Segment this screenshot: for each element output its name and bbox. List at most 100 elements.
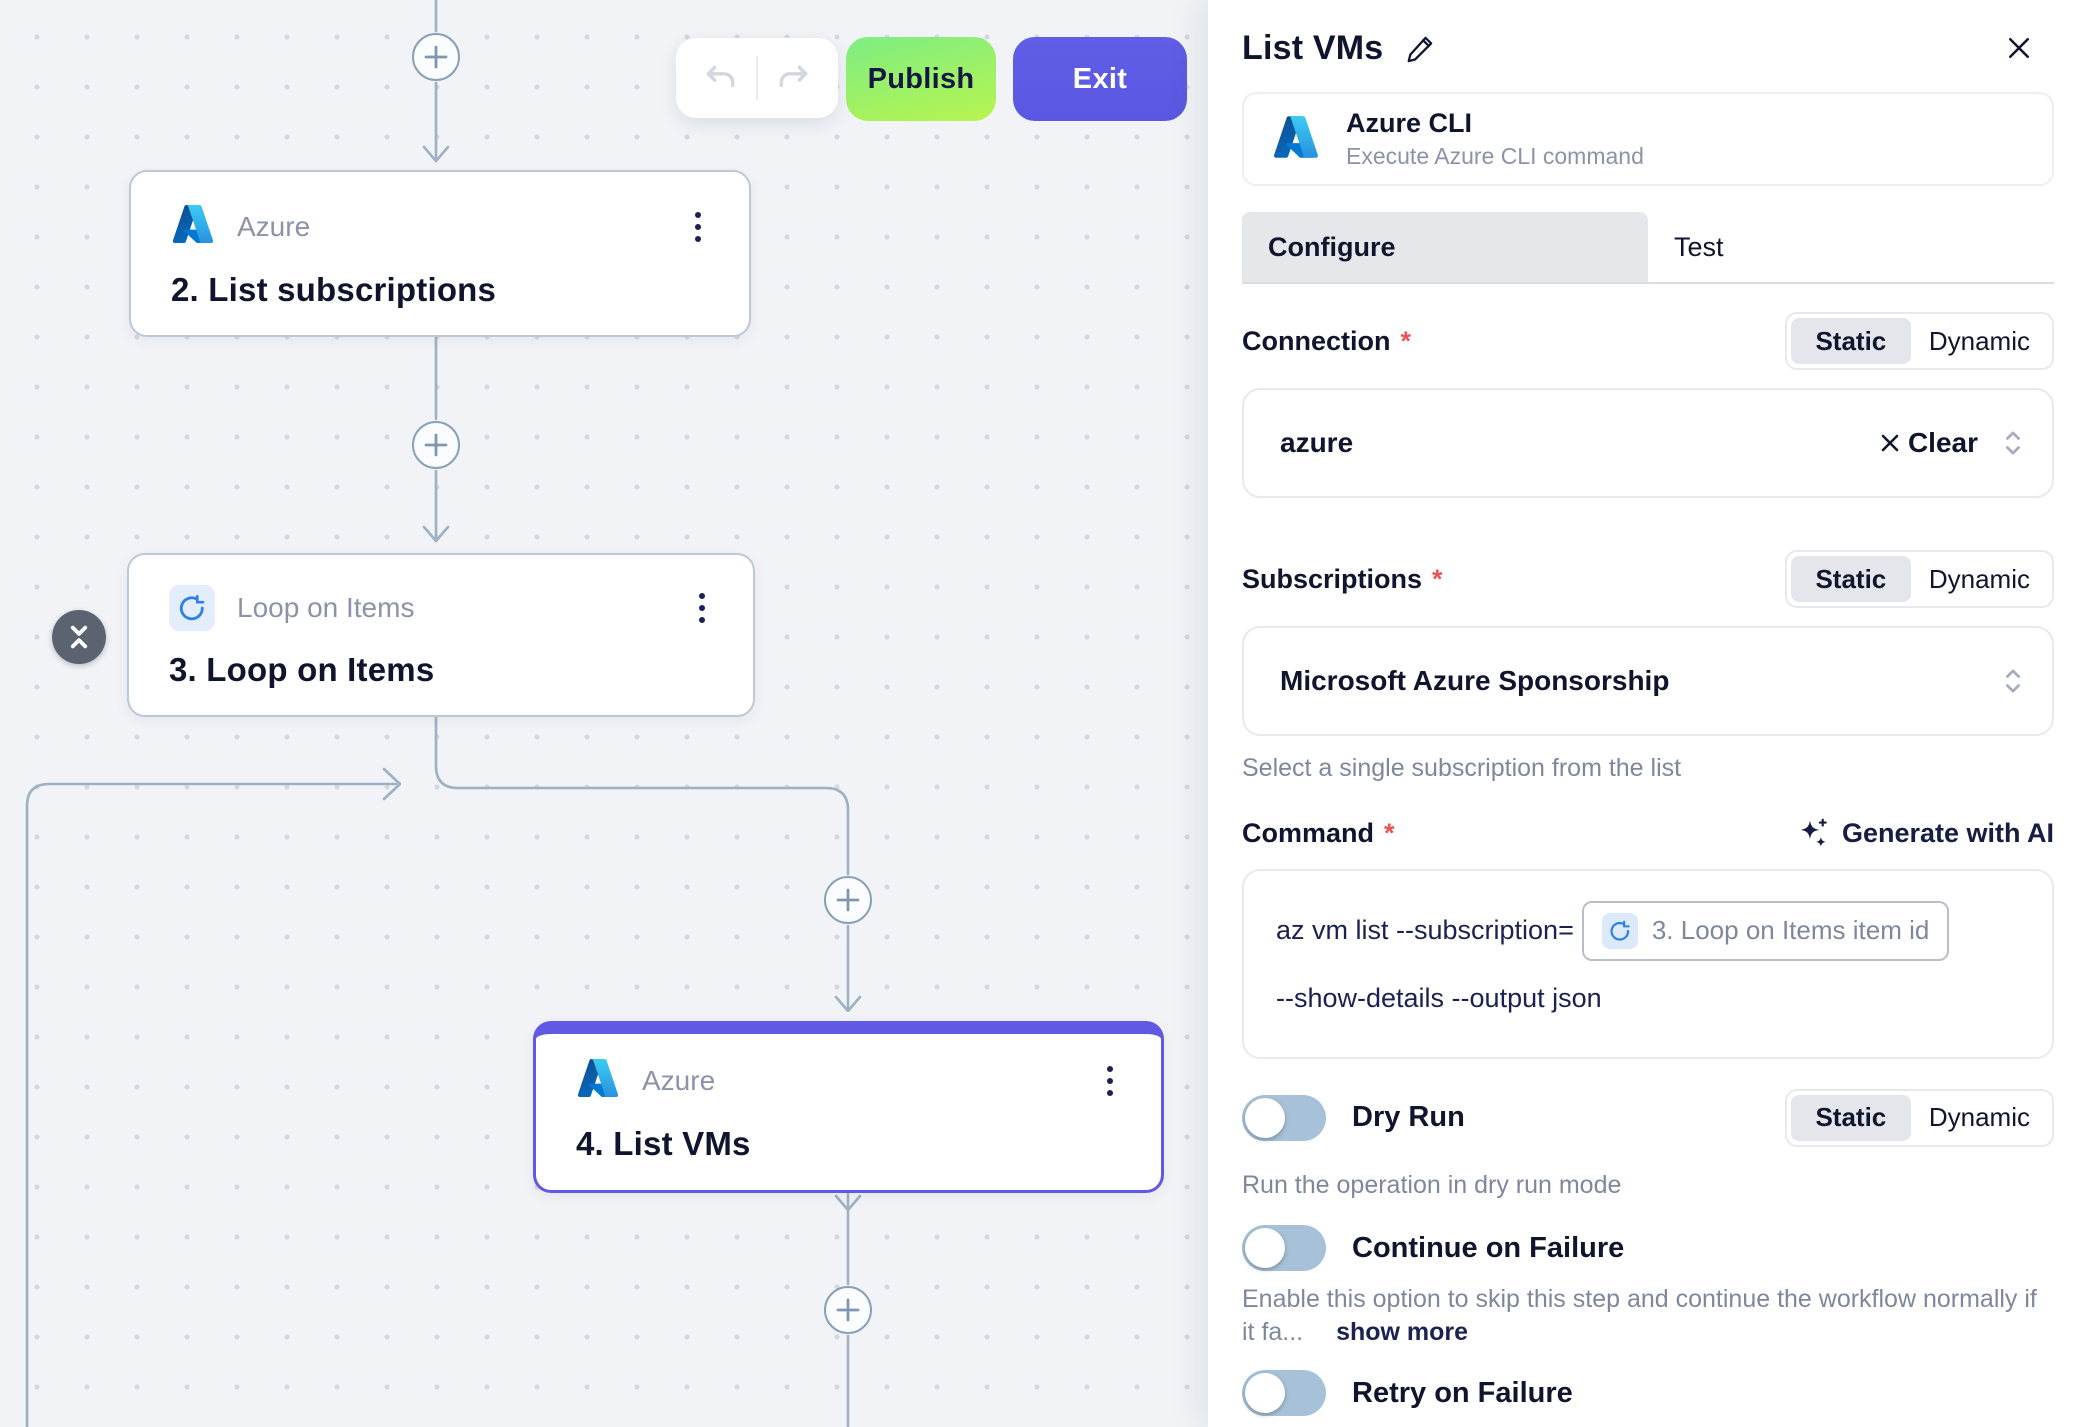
node-list-subscriptions[interactable]: Azure 2. List subscriptions xyxy=(129,170,751,337)
collapse-icon xyxy=(70,625,88,649)
command-field-header: Command * Generate with AI xyxy=(1242,817,2054,851)
panel-header: List VMs xyxy=(1242,28,2054,68)
subscriptions-label: Subscriptions xyxy=(1242,563,1423,594)
dry-run-label: Dry Run xyxy=(1352,1101,1465,1133)
connection-mode-toggle: Static Dynamic xyxy=(1784,312,2054,370)
add-step-button[interactable] xyxy=(824,876,872,924)
continue-on-failure-helper: Enable this option to skip this step and… xyxy=(1242,1283,2054,1348)
connection-value: azure xyxy=(1280,427,1354,458)
step-config-panel: List VMs Azure CLI xyxy=(1208,0,2080,1427)
add-step-button[interactable] xyxy=(412,33,460,81)
continue-on-failure-helper-text: Enable this option to skip this step and… xyxy=(1242,1285,2037,1346)
retry-on-failure-label: Retry on Failure xyxy=(1352,1376,1573,1409)
sparkle-icon xyxy=(1800,818,1827,847)
close-panel-button[interactable] xyxy=(2000,29,2038,67)
app-card-description: Execute Azure CLI command xyxy=(1346,143,1644,169)
close-icon xyxy=(2009,38,2029,58)
command-token-label: 3. Loop on Items item id xyxy=(1651,915,1930,945)
plus-icon xyxy=(836,888,860,912)
azure-icon xyxy=(171,202,215,251)
panel-tabs: Configure Test xyxy=(1242,212,2054,284)
required-asterisk: * xyxy=(1432,563,1443,594)
arrow-down-icon xyxy=(422,145,450,163)
arrow-down-icon xyxy=(834,995,862,1013)
subscriptions-mode-dynamic[interactable]: Dynamic xyxy=(1928,563,2030,594)
connection-clear-button[interactable]: Clear xyxy=(1878,427,1978,459)
subscriptions-mode-toggle: Static Dynamic xyxy=(1784,550,2054,608)
rename-step-button[interactable] xyxy=(1401,28,1441,68)
azure-icon xyxy=(576,1056,620,1105)
continue-on-failure-label: Continue on Failure xyxy=(1352,1231,1625,1264)
exit-button[interactable]: Exit xyxy=(1013,37,1187,121)
command-label: Command xyxy=(1242,818,1375,848)
node-loop-on-items[interactable]: Loop on Items 3. Loop on Items xyxy=(127,553,755,717)
arrow-down-icon xyxy=(834,1194,862,1212)
divider xyxy=(756,56,758,100)
node-menu-button[interactable] xyxy=(685,206,711,248)
command-text-after: --show-details --output json xyxy=(1276,982,1602,1013)
node-title: 4. List VMs xyxy=(576,1125,751,1162)
command-input[interactable]: az vm list --subscription= 3. Loop on It… xyxy=(1242,868,2054,1059)
continue-on-failure-toggle[interactable] xyxy=(1242,1225,1326,1271)
subscriptions-field-header: Subscriptions * Static Dynamic xyxy=(1242,550,2054,608)
node-menu-button[interactable] xyxy=(1097,1060,1123,1102)
node-title: 2. List subscriptions xyxy=(171,271,497,308)
dry-run-row: Dry Run Static Dynamic xyxy=(1242,1088,2054,1147)
generate-with-ai-label: Generate with AI xyxy=(1841,818,2054,848)
undo-button[interactable] xyxy=(686,46,756,110)
azure-icon xyxy=(1272,113,1320,166)
command-token-chip[interactable]: 3. Loop on Items item id xyxy=(1581,900,1950,961)
subscriptions-helper: Select a single subscription from the li… xyxy=(1242,754,1682,782)
tab-configure[interactable]: Configure xyxy=(1242,212,1648,282)
subscriptions-mode-static[interactable]: Static xyxy=(1790,556,1911,602)
node-menu-button[interactable] xyxy=(689,587,715,629)
app-card-name: Azure CLI xyxy=(1346,108,1473,138)
add-step-button[interactable] xyxy=(412,421,460,469)
generate-with-ai-button[interactable]: Generate with AI xyxy=(1796,817,2054,851)
arrow-down-icon xyxy=(422,525,450,543)
history-controls xyxy=(676,38,838,118)
plus-icon xyxy=(836,1298,860,1322)
collapse-loop-button[interactable] xyxy=(52,610,106,664)
command-text-before: az vm list --subscription= xyxy=(1276,915,1574,945)
workflow-canvas[interactable]: Azure 2. List subscriptions Loop on Item… xyxy=(0,0,1208,1427)
publish-button[interactable]: Publish xyxy=(846,37,996,121)
redo-button[interactable] xyxy=(758,46,828,110)
chevron-sort-icon xyxy=(2006,669,2020,693)
dry-run-mode-toggle: Static Dynamic xyxy=(1784,1088,2054,1147)
required-asterisk: * xyxy=(1384,818,1395,848)
panel-title: List VMs xyxy=(1242,28,1384,67)
arrow-right-icon xyxy=(382,767,402,801)
plus-icon xyxy=(424,45,448,69)
dry-run-toggle[interactable] xyxy=(1242,1094,1326,1141)
node-title: 3. Loop on Items xyxy=(169,651,435,688)
retry-on-failure-row: Retry on Failure xyxy=(1242,1370,2054,1416)
continue-on-failure-row: Continue on Failure xyxy=(1242,1225,2054,1271)
dry-run-helper: Run the operation in dry run mode xyxy=(1242,1170,1622,1199)
redo-icon xyxy=(779,65,808,88)
plus-icon xyxy=(424,433,448,457)
retry-on-failure-toggle[interactable] xyxy=(1242,1370,1326,1416)
node-list-vms[interactable]: Azure 4. List VMs xyxy=(533,1021,1164,1193)
node-app-label: Azure xyxy=(237,210,311,242)
undo-icon xyxy=(706,65,735,88)
loop-icon xyxy=(1601,912,1638,949)
subscriptions-value: Microsoft Azure Sponsorship xyxy=(1280,665,1670,696)
connection-mode-static[interactable]: Static xyxy=(1790,318,1911,364)
show-more-button[interactable]: show more xyxy=(1336,1317,1469,1346)
add-step-button[interactable] xyxy=(824,1286,872,1334)
connection-mode-dynamic[interactable]: Dynamic xyxy=(1928,325,2030,356)
loop-icon xyxy=(169,585,215,631)
connection-clear-label: Clear xyxy=(1907,427,1978,458)
subscriptions-select[interactable]: Microsoft Azure Sponsorship xyxy=(1242,626,2054,736)
connection-select[interactable]: azure Clear xyxy=(1242,388,2054,498)
tab-test[interactable]: Test xyxy=(1674,231,1724,262)
dry-run-mode-static[interactable]: Static xyxy=(1790,1094,1911,1141)
connection-field-header: Connection * Static Dynamic xyxy=(1242,312,2054,370)
app-card: Azure CLI Execute Azure CLI command xyxy=(1242,92,2054,186)
dry-run-mode-dynamic[interactable]: Dynamic xyxy=(1928,1102,2030,1132)
app-card-text: Azure CLI Execute Azure CLI command xyxy=(1346,108,1644,170)
clear-icon xyxy=(1881,434,1899,452)
pencil-icon xyxy=(1408,36,1433,63)
